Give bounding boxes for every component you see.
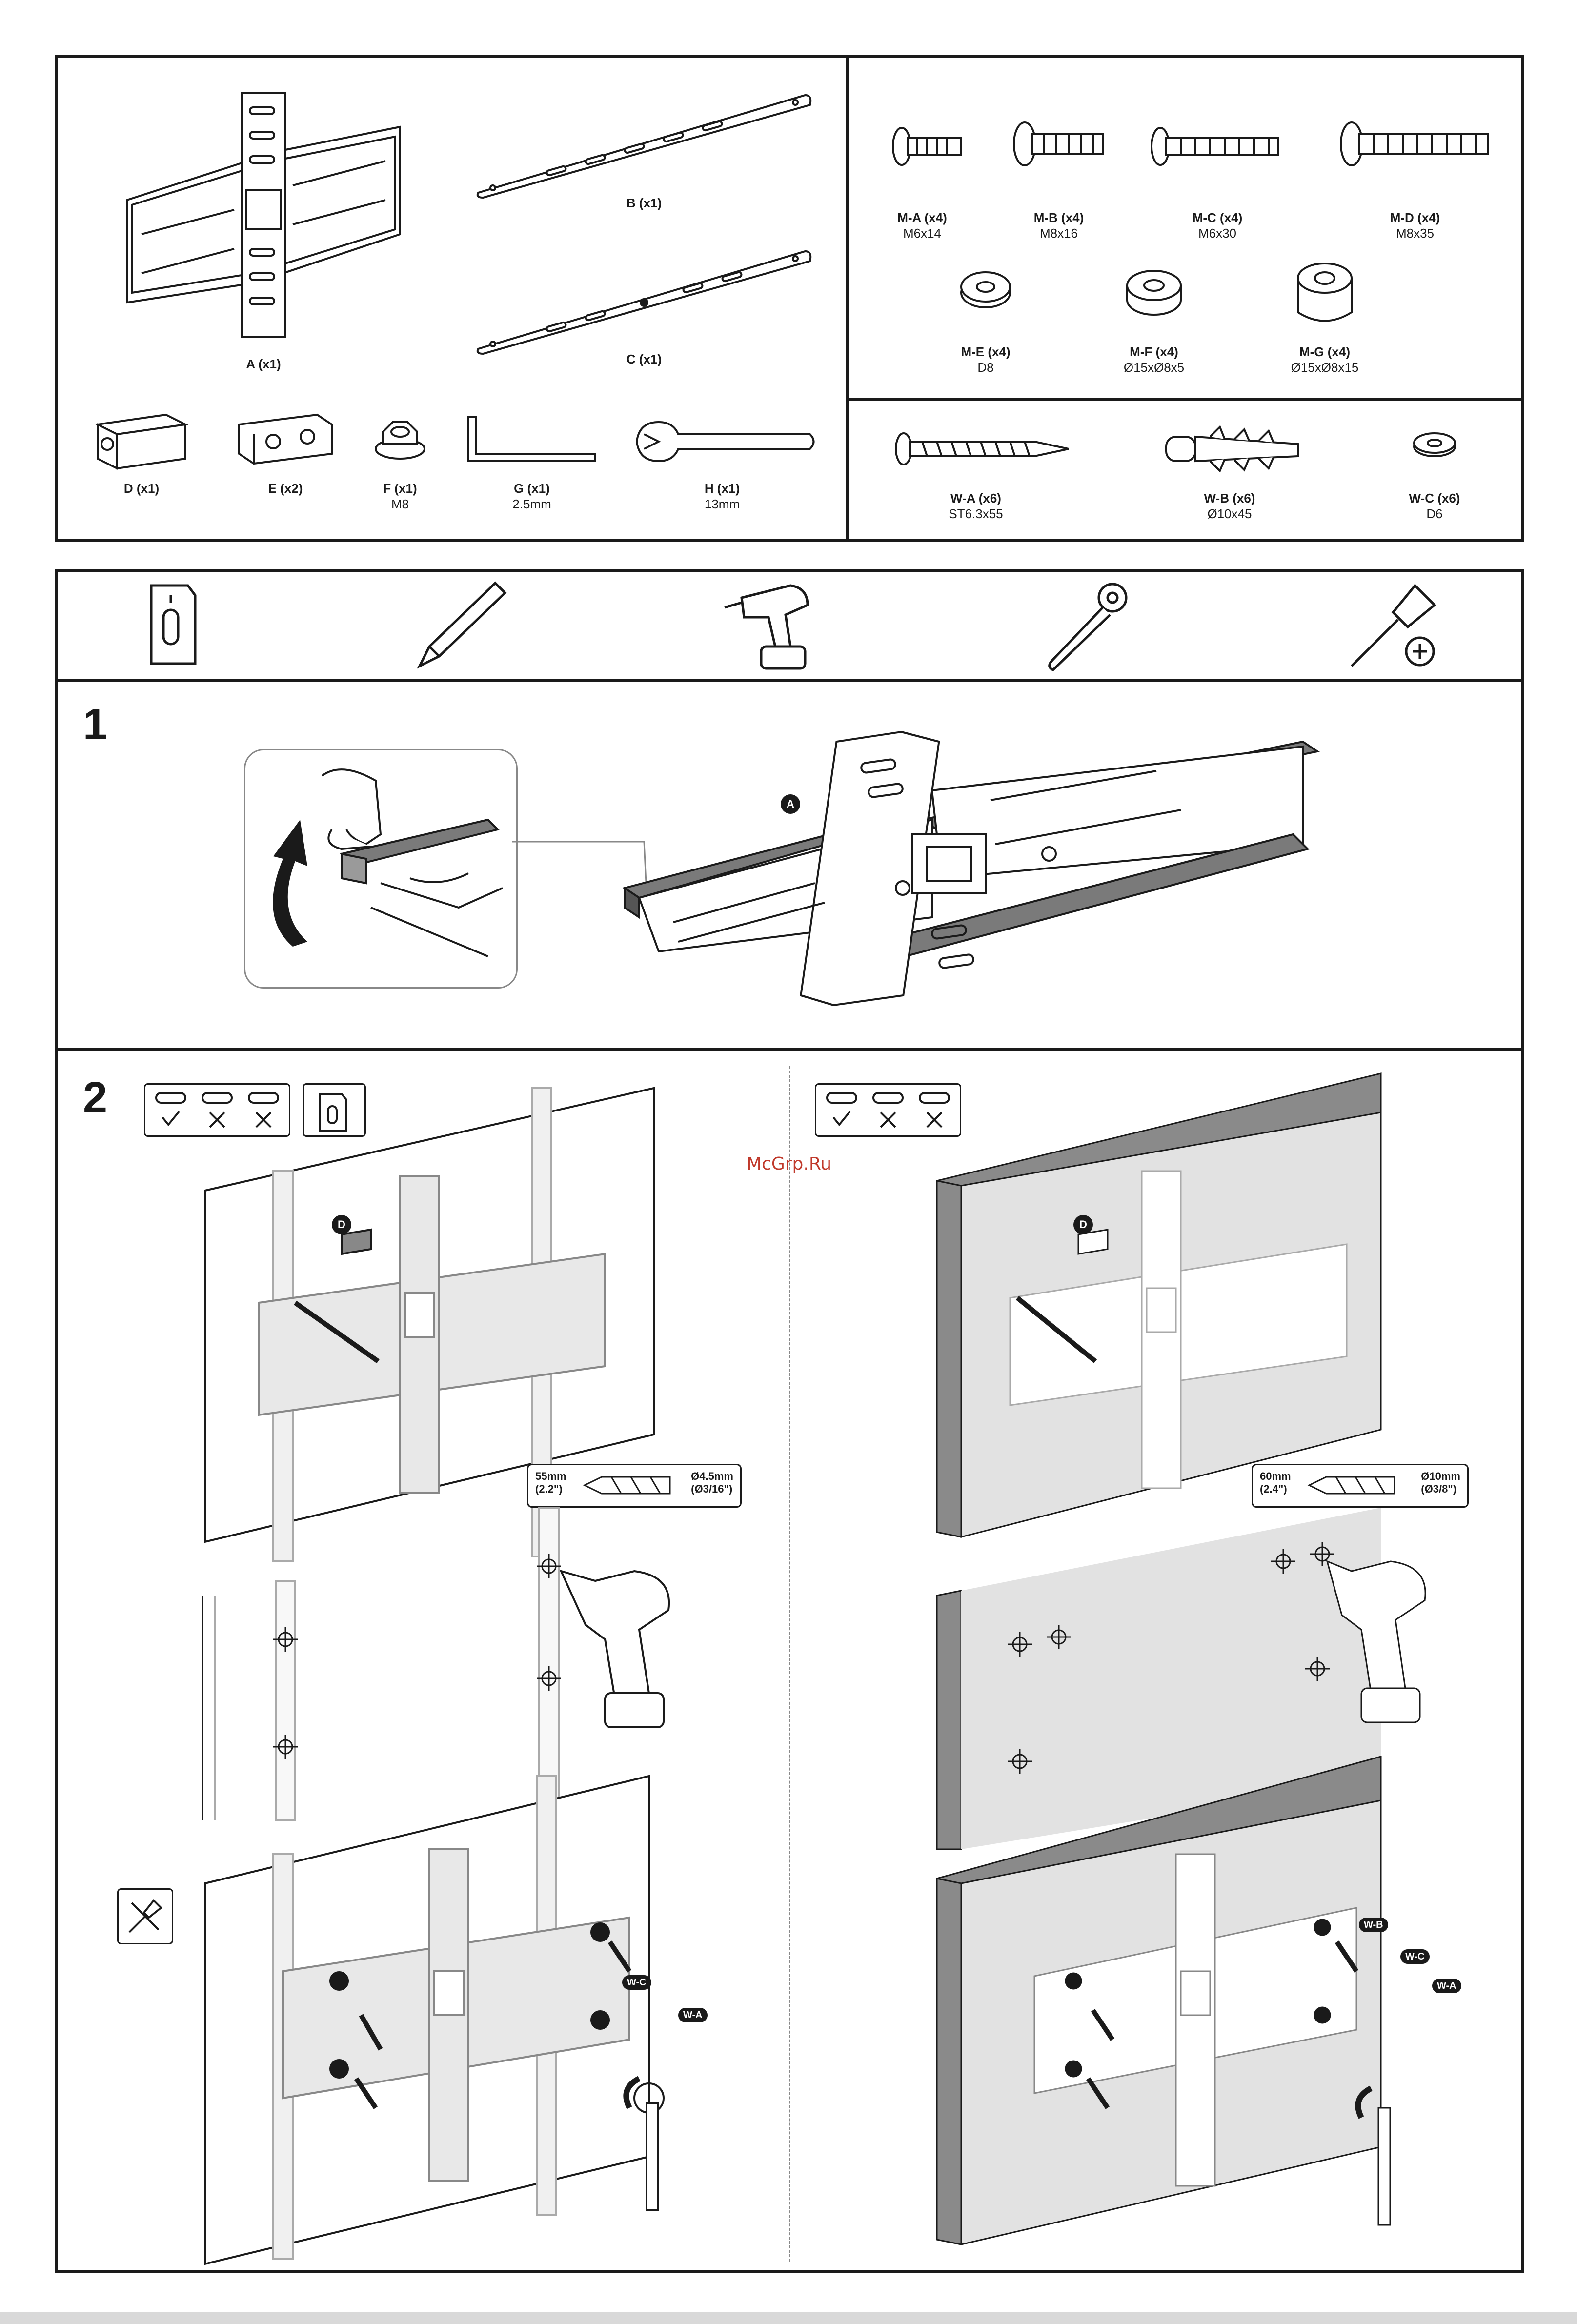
drill-icon	[724, 584, 809, 670]
screw-ma-label: M-A (x4)M6x14	[897, 210, 947, 241]
step1-number: 1	[83, 700, 108, 749]
right-wa-badge: W-A	[1432, 1979, 1461, 1993]
part-b-rail	[476, 94, 812, 199]
part-d-label: D (x1)	[123, 481, 160, 496]
step2-number: 2	[83, 1073, 108, 1122]
part-a-wall-plate	[126, 92, 401, 338]
screw-mc	[1151, 127, 1279, 166]
screw-mb-label: M-B (x4)M8x16	[1033, 210, 1084, 241]
parts-panel-right-bottom	[846, 398, 1524, 542]
step1-callout-line	[512, 841, 647, 893]
screw-md-label: M-D (x4)M8x35	[1390, 210, 1440, 241]
part-e-label: E (x2)	[268, 481, 303, 496]
anchor-wb	[1165, 425, 1299, 473]
no-power-screwdriver-icon	[128, 1899, 162, 1933]
left-drill-spec: 55mm(2.2") Ø4.5mm(Ø3/16")	[527, 1464, 742, 1508]
left-wall-drilling	[202, 1507, 670, 1821]
washer-me	[960, 271, 1011, 308]
part-c-label: C (x1)	[626, 352, 662, 366]
wood-screw-wa-label: W-A (x6)ST6.3x55	[949, 491, 1003, 521]
part-c-rail	[476, 250, 812, 355]
part-a-label: A (x1)	[246, 357, 281, 371]
step1-part-badge: A	[781, 794, 800, 814]
step1-bracket	[622, 730, 1320, 1007]
washer-mf-label: M-F (x4)Ø15xØ8x5	[1123, 344, 1185, 375]
wood-screw-wa	[895, 432, 1069, 465]
part-g-hex-key	[467, 416, 596, 462]
washer-mf	[1126, 270, 1182, 316]
part-f-label: F (x1)M8	[383, 481, 417, 511]
screw-ma	[892, 127, 962, 166]
part-f-nut	[375, 421, 425, 460]
washer-wc	[1413, 432, 1456, 457]
left-wc-badge: W-C	[622, 1975, 651, 1990]
footer-bar	[0, 2312, 1577, 2324]
left-wall-type-icons	[155, 1092, 279, 1128]
screw-md	[1340, 121, 1489, 166]
part-d-block	[94, 413, 189, 470]
washer-wc-label: W-C (x6)D6	[1409, 491, 1460, 521]
right-wall-drilling	[936, 1508, 1426, 1850]
anchor-wb-label: W-B (x6)Ø10x45	[1204, 491, 1255, 521]
part-b-label: B (x1)	[626, 196, 662, 210]
watermark: McGrp.Ru	[747, 1154, 832, 1174]
step2-divider	[789, 1066, 790, 2262]
spacer-mg	[1297, 263, 1353, 322]
part-g-label: G (x1)2.5mm	[512, 481, 551, 511]
spacer-mg-label: M-G (x4)Ø15xØ8x15	[1291, 344, 1359, 375]
stud-finder-icon	[150, 584, 197, 665]
right-wc-badge: W-C	[1400, 1949, 1430, 1964]
washer-me-label: M-E (x4)D8	[961, 344, 1011, 375]
right-drill-spec: 60mm(2.4") Ø10mm(Ø3/8")	[1252, 1464, 1469, 1508]
right-wall-type-icons	[826, 1092, 950, 1128]
part-h-label: H (x1)13mm	[704, 481, 740, 511]
socket-wrench-icon	[1048, 583, 1128, 671]
step1-zoom-illustration	[273, 768, 503, 957]
part-e-clip	[238, 413, 333, 465]
screw-mc-label: M-C (x4)M6x30	[1192, 210, 1243, 241]
left-stud-finder-icon	[319, 1093, 347, 1132]
part-h-wrench	[635, 421, 815, 463]
phillips-screwdriver-icon	[1351, 584, 1436, 667]
pencil-icon	[417, 581, 507, 669]
left-wa-badge: W-A	[678, 2008, 708, 2022]
step2-panel	[55, 1048, 1524, 2273]
left-part-d-badge: D	[332, 1215, 351, 1234]
screw-mb	[1013, 121, 1104, 166]
right-mounted-bracket	[936, 1756, 1391, 2245]
right-wall-marking	[936, 1072, 1382, 1538]
right-part-d-badge: D	[1073, 1215, 1093, 1234]
left-mounted-bracket	[204, 1775, 665, 2265]
right-wb-badge: W-B	[1359, 1918, 1388, 1932]
